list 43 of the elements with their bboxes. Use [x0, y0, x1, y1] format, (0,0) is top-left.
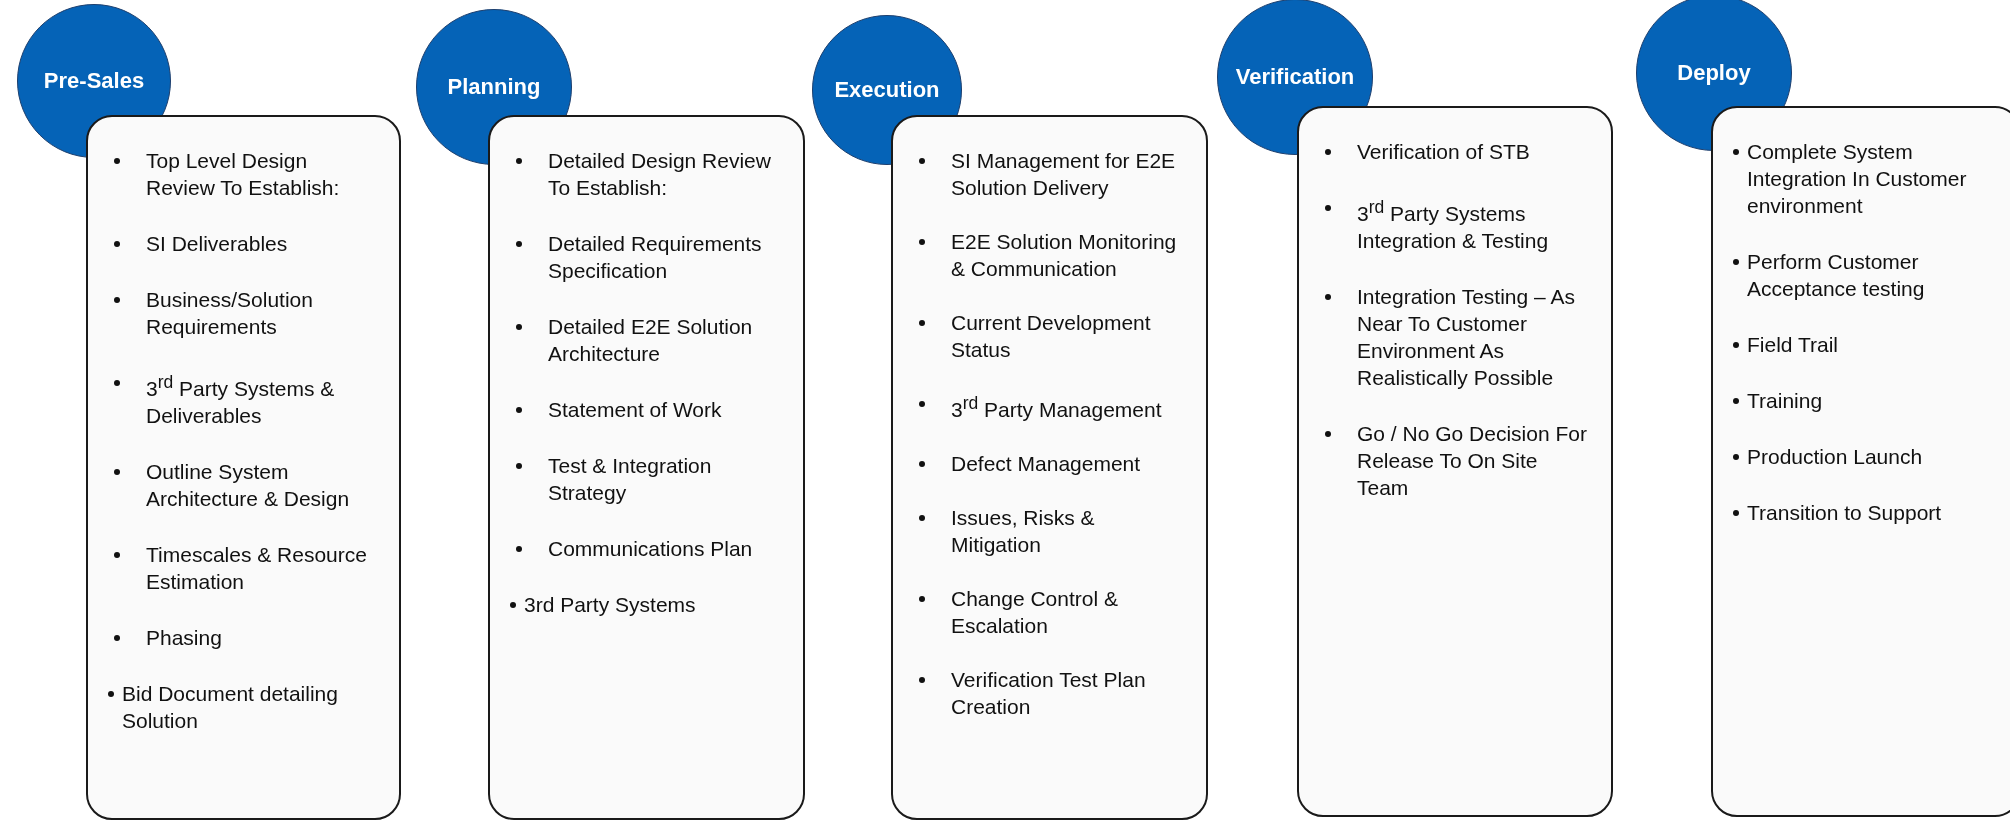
card-panel — [488, 115, 805, 820]
list-item-text: SI Management for E2E Solution Delivery — [951, 148, 1177, 201]
list-item-text: Bid Document detailing Solution — [122, 681, 339, 734]
phase-title: Deploy — [1677, 60, 1751, 86]
list-item-text: Complete System Integration In Customer environment — [1747, 139, 1968, 219]
list-item-text: Timescales & Resource Estimation — [146, 542, 368, 595]
list-item-text: Test & Integration Strategy — [548, 453, 713, 506]
list-item-text: Change Control & Escalation — [951, 586, 1119, 639]
list-item-text: Phasing — [146, 625, 223, 651]
card-panel — [1711, 106, 2010, 817]
list-item-text: Business/Solution Requirements — [146, 287, 314, 340]
list-item-text: SI Deliverables — [146, 231, 289, 257]
list-item-text: Current Development Status — [951, 310, 1152, 363]
list-item-text: E2E Solution Monitoring & Communication — [951, 229, 1178, 282]
list-item-text: Production Launch — [1747, 444, 1924, 470]
card-panel — [1297, 106, 1613, 817]
list-item-text: Go / No Go Decision For Release To On Site Team — [1357, 421, 1588, 501]
phase-title: Execution — [834, 77, 940, 103]
list-item-text: Training — [1747, 388, 1824, 414]
list-item-text: 3rd Party Systems — [524, 592, 697, 618]
card-panel — [86, 115, 401, 820]
list-item-text: Verification Test Plan Creation — [951, 667, 1147, 720]
list-item-text: Integration Testing – As Near To Customer Environment As Realistically Possible — [1357, 284, 1576, 391]
list-item-text: Top Level Design Review To Establish: — [146, 148, 341, 201]
list-item-text: 3$^{rd}$ Party Systems & Deliverables — [146, 371, 336, 429]
list-item-text: Statement of Work — [548, 397, 723, 423]
phase-title: Planning — [447, 74, 541, 100]
list-item-text: Verification of STB — [1357, 139, 1531, 165]
card-panel — [891, 115, 1208, 820]
list-item-text: Outline System Architecture & Design — [146, 459, 351, 512]
list-item-text: 3$^{rd}$ Party Management — [951, 392, 1163, 423]
list-item-text: Issues, Risks & Mitigation — [951, 505, 1096, 558]
list-item-text: Detailed Requirements Specification — [548, 231, 763, 284]
list-item-text: Field Trail — [1747, 332, 1840, 358]
list-item-text: Transition to Support — [1747, 500, 1943, 526]
list-item-text: Perform Customer Acceptance testing — [1747, 249, 1926, 302]
list-item-text: Communications Plan — [548, 536, 754, 562]
list-item-text: Detailed Design Review To Establish: — [548, 148, 772, 201]
phase-title: Verification — [1235, 64, 1355, 90]
list-item-text: Defect Management — [951, 451, 1142, 477]
list-item-text: 3$^{rd}$ Party Systems Integration & Testing — [1357, 196, 1550, 254]
list-item-text: Detailed E2E Solution Architecture — [548, 314, 754, 367]
phase-title: Pre-Sales — [43, 68, 145, 94]
